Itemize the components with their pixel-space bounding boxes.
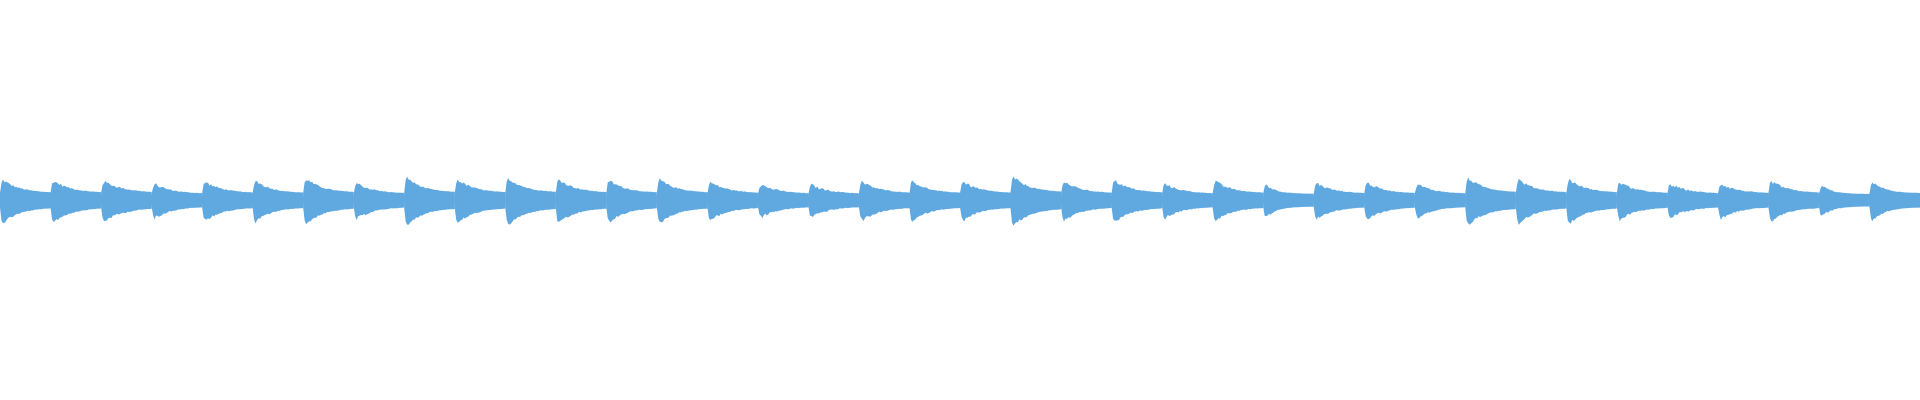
waveform-center-band [858, 196, 910, 204]
waveform-center-band [1768, 196, 1819, 204]
waveform-center-band [50, 196, 101, 204]
waveform-center-band [1414, 196, 1466, 204]
waveform-center-band [1212, 196, 1264, 204]
waveform-center-band [1869, 196, 1920, 204]
waveform-notes-group [0, 176, 1920, 226]
waveform-center-band [707, 196, 758, 204]
waveform-center-band [404, 196, 455, 204]
waveform-center-band [1717, 196, 1769, 204]
waveform-center-band [1667, 196, 1718, 204]
waveform-center-band [606, 196, 657, 204]
waveform-center-band [1061, 196, 1112, 204]
waveform-center-band [505, 196, 556, 204]
waveform-center-band [1515, 196, 1567, 204]
waveform-center-band [454, 196, 506, 204]
waveform-center-band [101, 196, 152, 204]
waveform-center-band [1010, 196, 1061, 204]
waveform-center-band [1566, 196, 1617, 204]
waveform-center-band [1313, 196, 1365, 204]
waveform-center-band [1818, 196, 1870, 204]
waveform-center-band [1364, 196, 1415, 204]
waveform-center-band [1263, 196, 1314, 204]
waveform-center-band [353, 196, 405, 204]
waveform-center-band [252, 196, 304, 204]
waveform-center-band [808, 196, 859, 204]
waveform-center-band [960, 196, 1011, 204]
waveform-center-band [1162, 196, 1213, 204]
waveform-center-band [1111, 196, 1163, 204]
waveform-center-band [555, 196, 607, 204]
waveform-center-band [202, 196, 253, 204]
waveform-center-band [151, 196, 203, 204]
waveform-center-band [0, 196, 51, 204]
waveform-center-band [656, 196, 708, 204]
waveform-center-band [1616, 196, 1668, 204]
waveform-center-band [909, 196, 960, 204]
waveform-center-band [1465, 196, 1516, 204]
waveform-center-band [757, 196, 809, 204]
waveform-center-band [303, 196, 354, 204]
